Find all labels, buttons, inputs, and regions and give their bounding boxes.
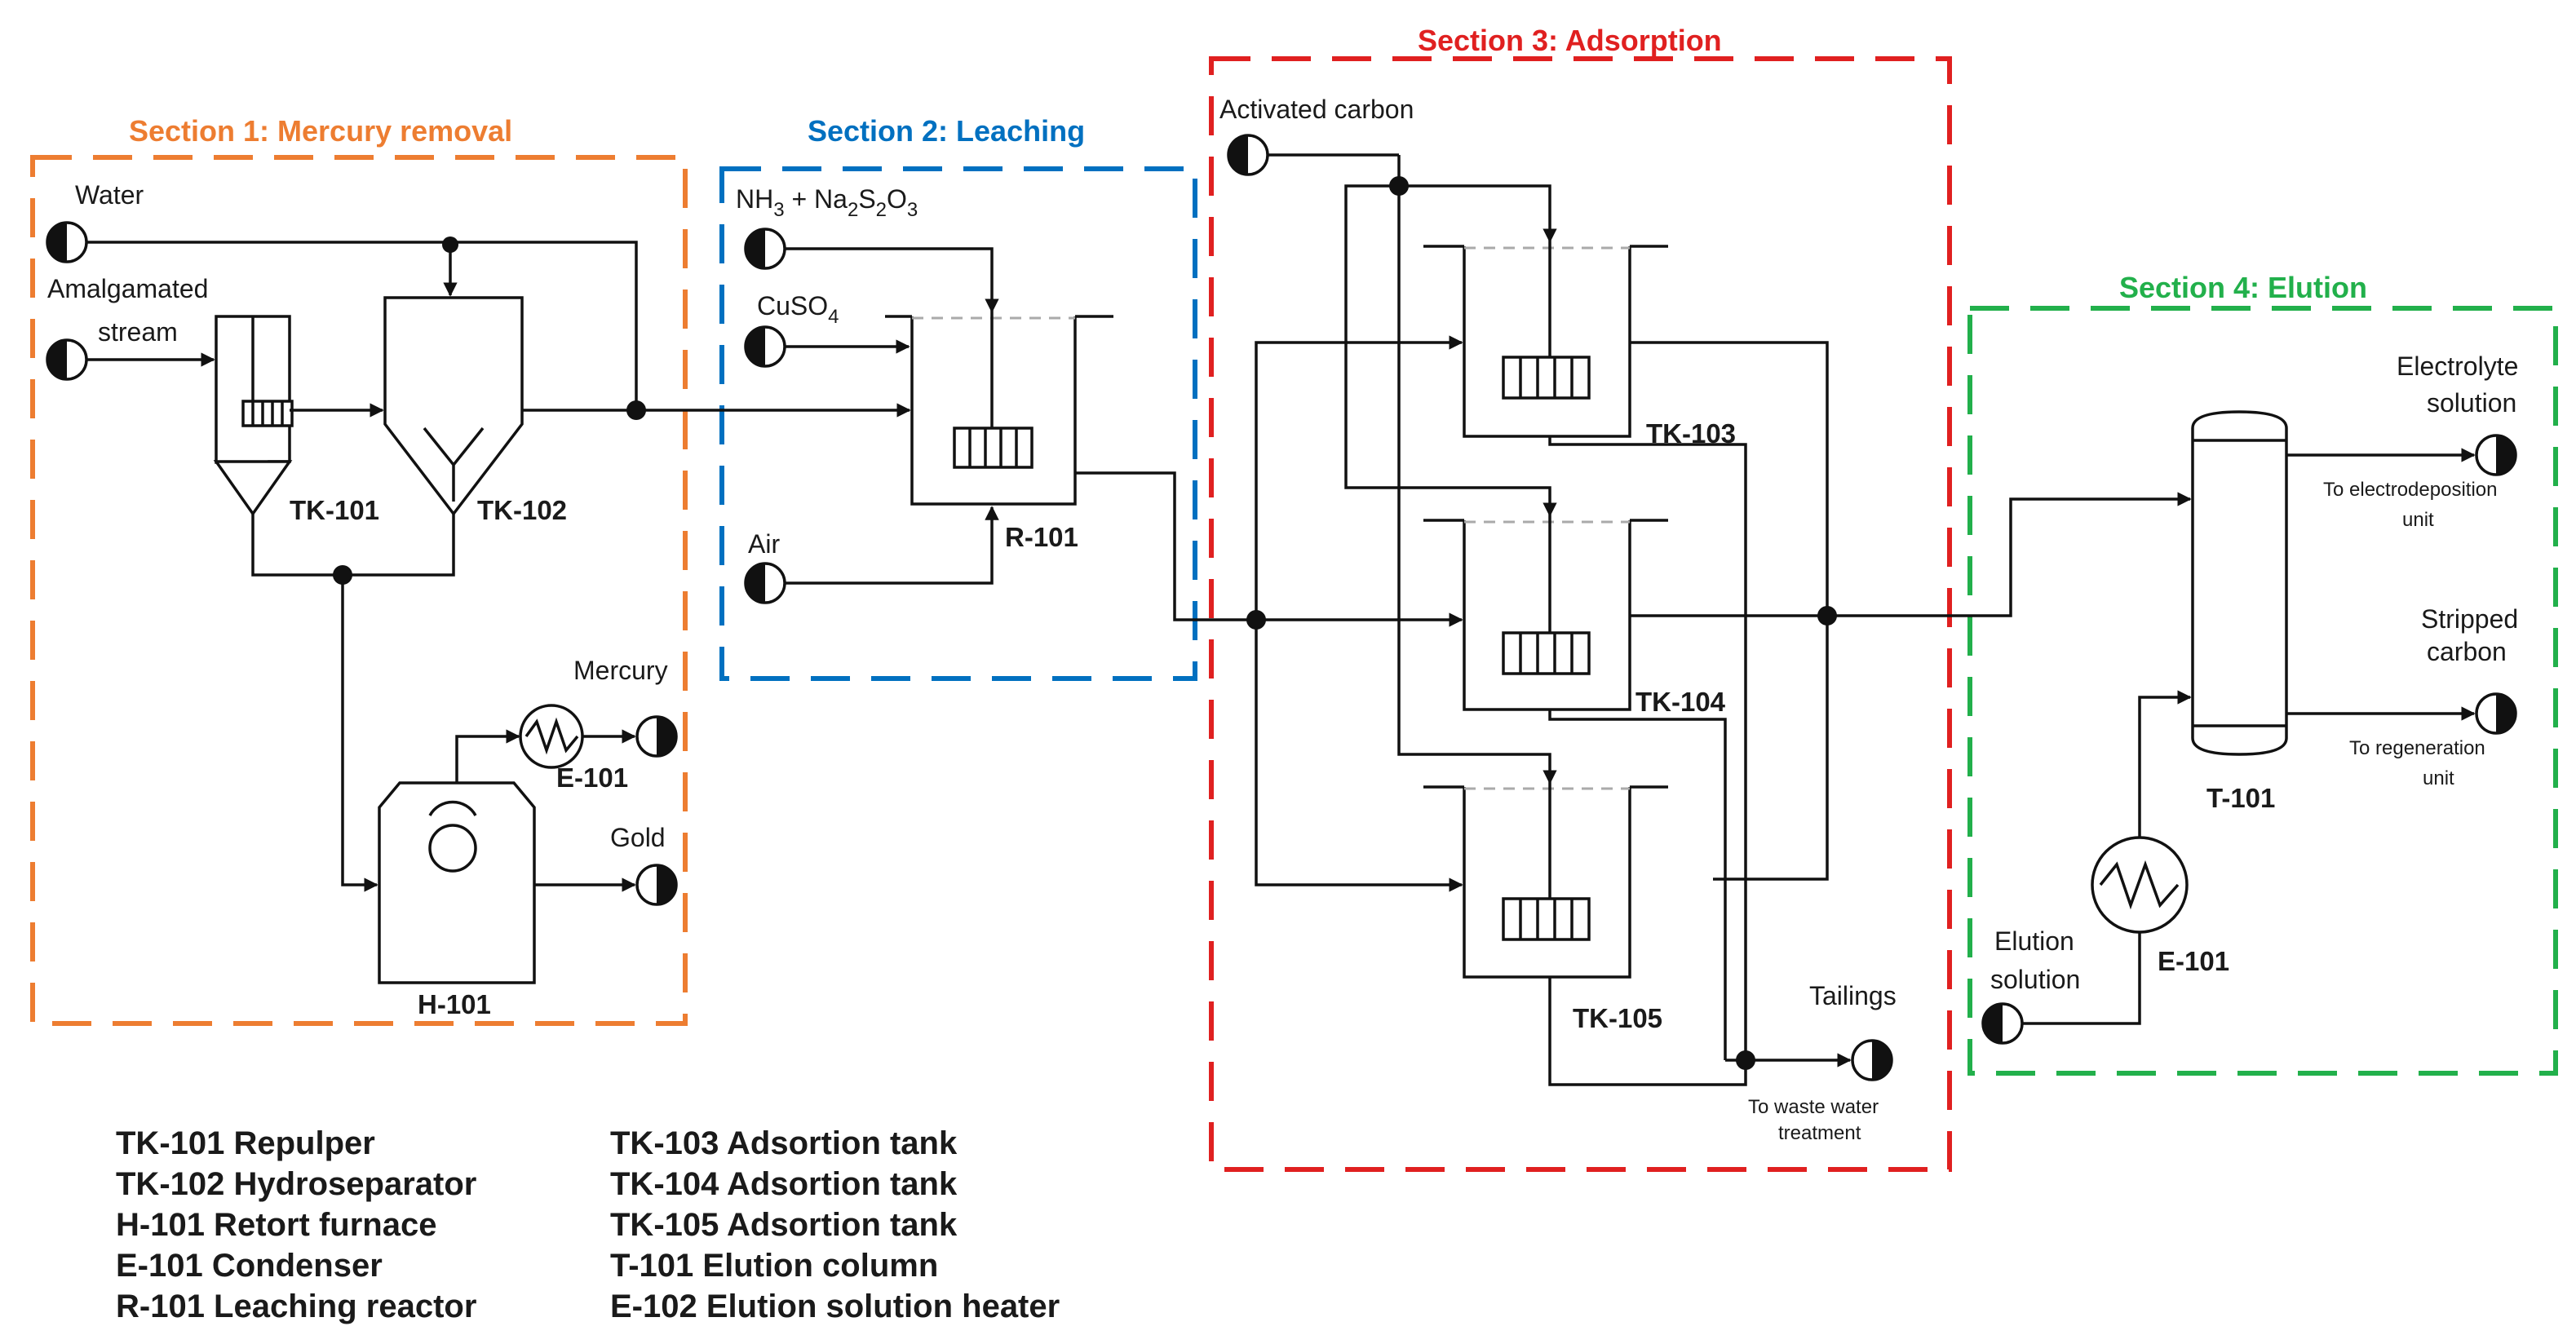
r-101-leaching-reactor — [885, 315, 1113, 506]
gold-product-icon — [635, 864, 678, 906]
legend-item: R-101 Leaching reactor — [116, 1289, 476, 1324]
legend-item: H-101 Retort furnace — [116, 1207, 436, 1243]
elution-solution-label-1: Elution — [1994, 926, 2074, 956]
electrolyte-label-1: Electrolyte — [2397, 351, 2518, 381]
nh3-na2s2o3-label: NH3 + Na2S2O3 — [736, 184, 918, 221]
t-101-elution-column — [2191, 410, 2288, 756]
legend-item: TK-104 Adsortion tank — [610, 1166, 958, 1202]
elution-solution-feed-icon — [1981, 1002, 2024, 1045]
section-3-box — [1209, 56, 1952, 1172]
section-4-box — [1967, 306, 2558, 1076]
cuso4-feed-icon — [744, 325, 786, 368]
tailings-product-icon — [1851, 1039, 1893, 1081]
section-1-box — [30, 155, 688, 1026]
stripped-carbon-product-icon — [2475, 692, 2517, 735]
stripped-carbon-label-2: carbon — [2427, 637, 2507, 666]
stream-label: stream — [98, 317, 178, 347]
tk-101-tag: TK-101 — [290, 495, 379, 525]
section-2-title: Section 2: Leaching — [808, 114, 1085, 148]
legend-item: E-101 Condenser — [116, 1248, 383, 1284]
section-3-piping — [1246, 153, 2186, 1086]
legend-item: TK-101 Repulper — [116, 1125, 375, 1161]
section-1-title: Section 1: Mercury removal — [129, 114, 512, 148]
nh3-feed-icon — [744, 228, 786, 270]
e-101-condenser-tag: E-101 — [556, 763, 628, 793]
tk-101-repulper — [213, 315, 294, 517]
section-2-piping — [785, 247, 1248, 621]
water-feed-icon — [46, 221, 88, 263]
gold-label: Gold — [610, 823, 666, 852]
waste-water-label-1: To waste water — [1748, 1096, 1879, 1118]
h-101-tag: H-101 — [418, 989, 491, 1019]
e-101-condenser — [519, 704, 584, 769]
e-102-elution-heater — [2091, 836, 2189, 934]
legend-item: TK-102 Hydroseparator — [116, 1166, 476, 1202]
tailings-label: Tailings — [1809, 981, 1897, 1010]
electrodeposition-label-1: To electrodeposition — [2323, 479, 2497, 501]
mercury-label: Mercury — [573, 656, 668, 685]
activated-carbon-feed-icon — [1227, 134, 1269, 176]
legend-item: TK-103 Adsortion tank — [610, 1125, 958, 1161]
legend-item: TK-105 Adsortion tank — [610, 1207, 958, 1243]
legend-item: E-102 Elution solution heater — [610, 1289, 1060, 1324]
activated-carbon-label: Activated carbon — [1219, 95, 1414, 124]
e-102-heater-tag: E-101 — [2158, 946, 2229, 976]
section-3-title: Section 3: Adsorption — [1418, 24, 1722, 57]
tk-105-tag: TK-105 — [1573, 1003, 1662, 1033]
legend-item: T-101 Elution column — [610, 1248, 938, 1284]
regeneration-label-2: unit — [2423, 767, 2454, 789]
amalgamated-feed-icon — [46, 338, 88, 381]
electrolyte-product-icon — [2475, 434, 2517, 476]
section-2-box — [719, 166, 1197, 681]
water-label: Water — [75, 180, 144, 210]
h-101-retort-furnace — [378, 781, 536, 984]
air-label: Air — [748, 529, 780, 559]
regeneration-label-1: To regeneration — [2349, 737, 2485, 759]
t-101-tag: T-101 — [2206, 783, 2275, 813]
r-101-tag: R-101 — [1005, 522, 1078, 552]
air-feed-icon — [744, 562, 786, 604]
stripped-carbon-label-1: Stripped — [2421, 604, 2518, 634]
section-4-title: Section 4: Elution — [2119, 271, 2367, 304]
section-4-piping — [2022, 448, 2476, 1025]
electrolyte-label-2: solution — [2427, 388, 2516, 418]
cuso4-label: CuSO4 — [757, 291, 839, 328]
mercury-product-icon — [635, 715, 678, 758]
elution-solution-label-2: solution — [1990, 965, 2080, 994]
equipment-legend: TK-101 Repulper TK-102 Hydroseparator H-… — [116, 1125, 1060, 1324]
tk-102-tag: TK-102 — [477, 495, 567, 525]
amalgamated-label: Amalgamated — [47, 274, 208, 303]
electrodeposition-label-2: unit — [2402, 509, 2434, 531]
section-1-piping — [86, 236, 911, 892]
waste-water-label-2: treatment — [1778, 1122, 1861, 1144]
tk-104-tag: TK-104 — [1635, 687, 1726, 717]
tk-103-adsorption-tank — [1423, 245, 1668, 438]
tk-105-adsorption-tank — [1423, 785, 1668, 979]
tk-102-hydroseparator — [383, 296, 524, 516]
